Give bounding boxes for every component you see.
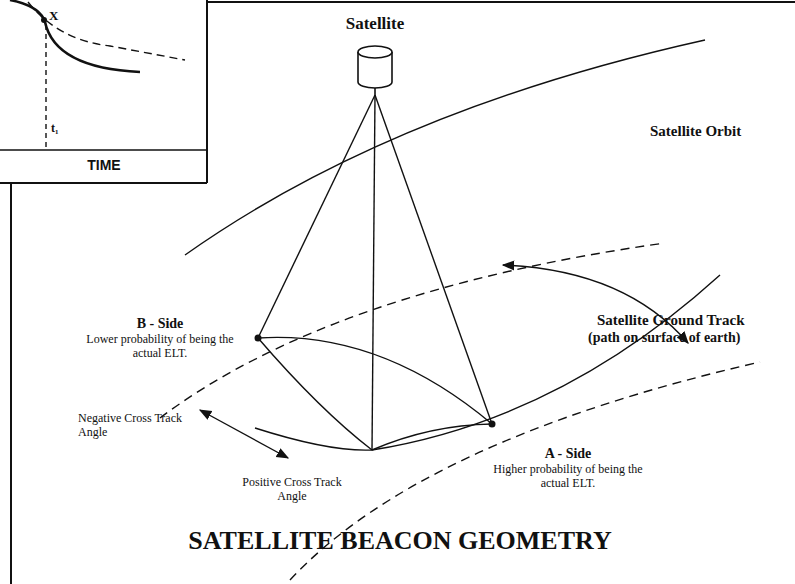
a-side-note: Higher probability of being the actual E… — [493, 463, 643, 491]
negative-angle-label: Negative Cross Track Angle — [78, 412, 188, 440]
ground-track-note: (path on surface of earth) — [588, 330, 740, 346]
b-side-note: Lower probability of being the actual EL… — [85, 333, 235, 361]
orbit-label: Satellite Orbit — [650, 123, 741, 140]
a-side-label: A - Side — [488, 446, 648, 462]
b-side-label: B - Side — [80, 316, 240, 332]
positive-angle-label: Positive Cross Track Angle — [237, 476, 347, 504]
ground-track-label: Satellite Ground Track — [597, 312, 745, 329]
diagram-title: SATELLITE BEACON GEOMETRY — [60, 526, 740, 556]
time-marker-label: t₁ — [51, 122, 59, 136]
axis-label: TIME — [64, 157, 144, 173]
point-label: X — [49, 9, 58, 24]
satellite-label: Satellite — [315, 14, 435, 34]
